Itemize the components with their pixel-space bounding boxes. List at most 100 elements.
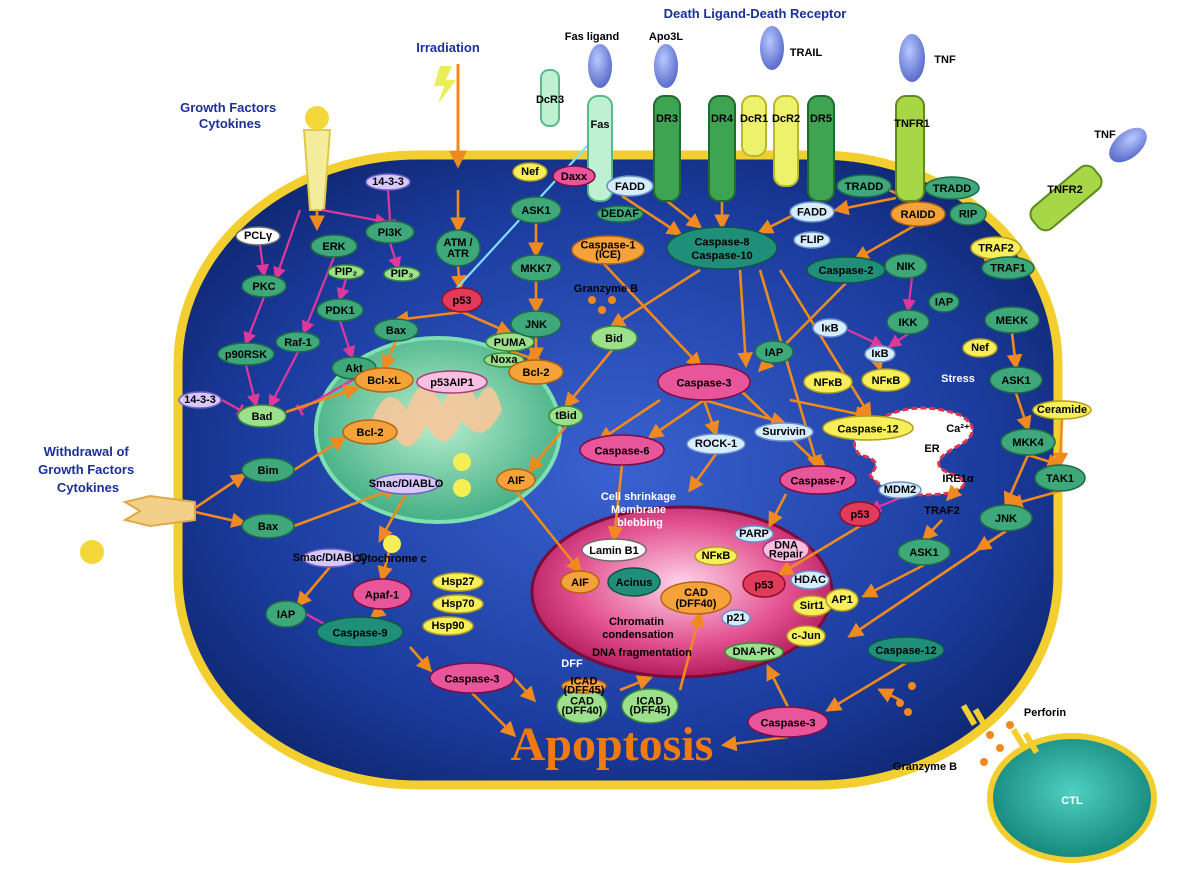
edge-25 [285, 384, 360, 414]
node-ikb-a-label: IκB [821, 323, 838, 335]
node-pip2: PIP₂ [327, 264, 365, 280]
node-icad-a: ICAD(DFF45) [621, 688, 679, 724]
node-casp9-label: Caspase-9 [332, 627, 387, 639]
node-daxx-shape [552, 165, 596, 187]
receptor-tnfr2: TNFR2 [1029, 164, 1103, 232]
node-bax-b-shape [373, 318, 419, 342]
node-bcl2-a-shape [342, 419, 398, 445]
node-tradd-b-label: TRADD [933, 183, 972, 195]
node-casp1-label: Caspase-1(ICE) [580, 239, 635, 261]
node-mekk-line-1: MEKK [996, 315, 1028, 327]
node-iap-b-shape [754, 340, 794, 364]
node-hsp27: Hsp27 [432, 572, 484, 592]
node-raf1-label: Raf-1 [284, 337, 312, 349]
node-hsp90-shape [422, 616, 474, 636]
dff-label: DFF [561, 658, 583, 670]
node-nfkb-c-label: NFκB [702, 550, 731, 562]
node-tak1-label: TAK1 [1046, 473, 1074, 485]
node-pdk1: PDK1 [316, 298, 364, 322]
node-mdm2-label: MDM2 [884, 484, 916, 496]
node-hdac: HDAC [790, 570, 830, 590]
node-bcl2-a: Bcl-2 [342, 419, 398, 445]
node-raf1-line-1: Raf-1 [284, 337, 312, 349]
node-casp12-a-line-1: Caspase-12 [837, 423, 898, 435]
node-jnk-b-line-1: JNK [995, 513, 1017, 525]
node-pkc-label: PKC [252, 281, 275, 293]
node-ikb-a-shape [812, 318, 848, 338]
node-tradd-a-shape [836, 174, 892, 198]
node-atm-line-2: ATR [447, 248, 469, 260]
irradiation-label: Irradiation [416, 40, 480, 55]
edge-45 [1052, 418, 1069, 469]
node-cad-in: CAD(DFF40) [660, 581, 732, 615]
edge-73 [378, 493, 408, 543]
withdrawal-receptor [122, 494, 196, 528]
granzyme-inside-label: Granzyme B [574, 283, 638, 295]
svg-text:DcR3: DcR3 [536, 94, 564, 106]
node-iap-a-shape [928, 291, 960, 313]
node-mkk7: MKK7 [510, 254, 562, 282]
edge-46 [1006, 489, 1061, 510]
node-bim: Bim [241, 457, 295, 483]
node-tradd-b-line-1: TRADD [933, 183, 972, 195]
node-icad-a-label: ICAD(DFF45) [630, 695, 671, 716]
node-ikk-label: IKK [899, 317, 918, 329]
node-bax-a: Bax [241, 513, 295, 539]
node-raidd-shape [890, 201, 946, 227]
node-hdac-shape [790, 570, 830, 590]
node-dna-repair-shape [762, 537, 810, 563]
node-puma-shape [485, 332, 535, 352]
node-jnk-a-shape [510, 310, 562, 338]
svg-text:TNF: TNF [1094, 129, 1116, 141]
node-tradd-a: TRADD [836, 174, 892, 198]
node-mekk-label: MEKK [996, 315, 1028, 327]
node-casp2-line-1: Caspase-2 [818, 265, 873, 277]
chromatin-line-1: Chromatin [609, 616, 664, 628]
node-ceramide-line-1: Ceramide [1037, 404, 1087, 416]
node-dedaf: DEDAF [596, 205, 644, 223]
node-ikk-line-1: IKK [899, 317, 918, 329]
node-flip-label: FLIP [800, 234, 824, 246]
edge-78 [409, 646, 433, 673]
edge-57 [647, 398, 705, 439]
node-traf2-a-label: TRAF2 [978, 243, 1013, 255]
node-pkc: PKC [241, 274, 287, 298]
node-casp12-b: Caspase-12 [867, 636, 945, 664]
node-nik-label: NIK [897, 261, 916, 273]
node-casp3-a-label: Caspase-3 [676, 377, 731, 389]
edge-7 [388, 242, 402, 271]
node-bcl2-a-label: Bcl-2 [357, 427, 384, 439]
node-p53-c-shape [742, 570, 786, 598]
node-ceramide-shape [1032, 400, 1092, 420]
node-nfkb-c-shape [694, 546, 738, 566]
edge-79 [513, 677, 537, 703]
node-bid-label: Bid [605, 333, 623, 345]
node-p53-b: p53 [839, 501, 881, 527]
node-akt-label: Akt [345, 363, 363, 375]
node-cad-out-line-1: CAD [570, 695, 594, 707]
node-tak1-shape [1034, 464, 1086, 492]
node-n1433-a-shape [365, 173, 411, 191]
node-nef-a-shape [512, 162, 548, 182]
node-daxx-label: Daxx [561, 171, 588, 183]
node-ikb-b-shape [864, 345, 896, 363]
node-bad-label: Bad [252, 411, 273, 423]
node-casp1-line-2: (ICE) [595, 249, 621, 261]
node-raidd-label: RAIDD [901, 209, 936, 221]
node-bax-a-line-1: Bax [258, 521, 279, 533]
svg-text:DR3: DR3 [656, 113, 678, 125]
node-bclxl-label: Bcl-xL [367, 375, 401, 387]
node-p53aip1-label: p53AIP1 [430, 377, 473, 389]
edge-48 [1003, 454, 1030, 508]
cytochrome-c-label: Cytochrome c [353, 553, 426, 565]
node-ask1-b: ASK1 [989, 366, 1043, 394]
node-hsp70-shape [432, 594, 484, 614]
node-survivin-line-1: Survivin [762, 426, 806, 438]
node-dnapk: DNA-PK [724, 642, 784, 662]
receptor-dcr3: DcR3 [536, 69, 564, 127]
chromatin-line-2: condensation [602, 629, 674, 641]
node-p53aip1-shape [416, 370, 488, 394]
ligand-apo3l: Apo3L [649, 31, 683, 88]
node-lamin-shape [581, 538, 647, 562]
node-smac-a-line-1: Smac/DIABLO [369, 478, 444, 490]
